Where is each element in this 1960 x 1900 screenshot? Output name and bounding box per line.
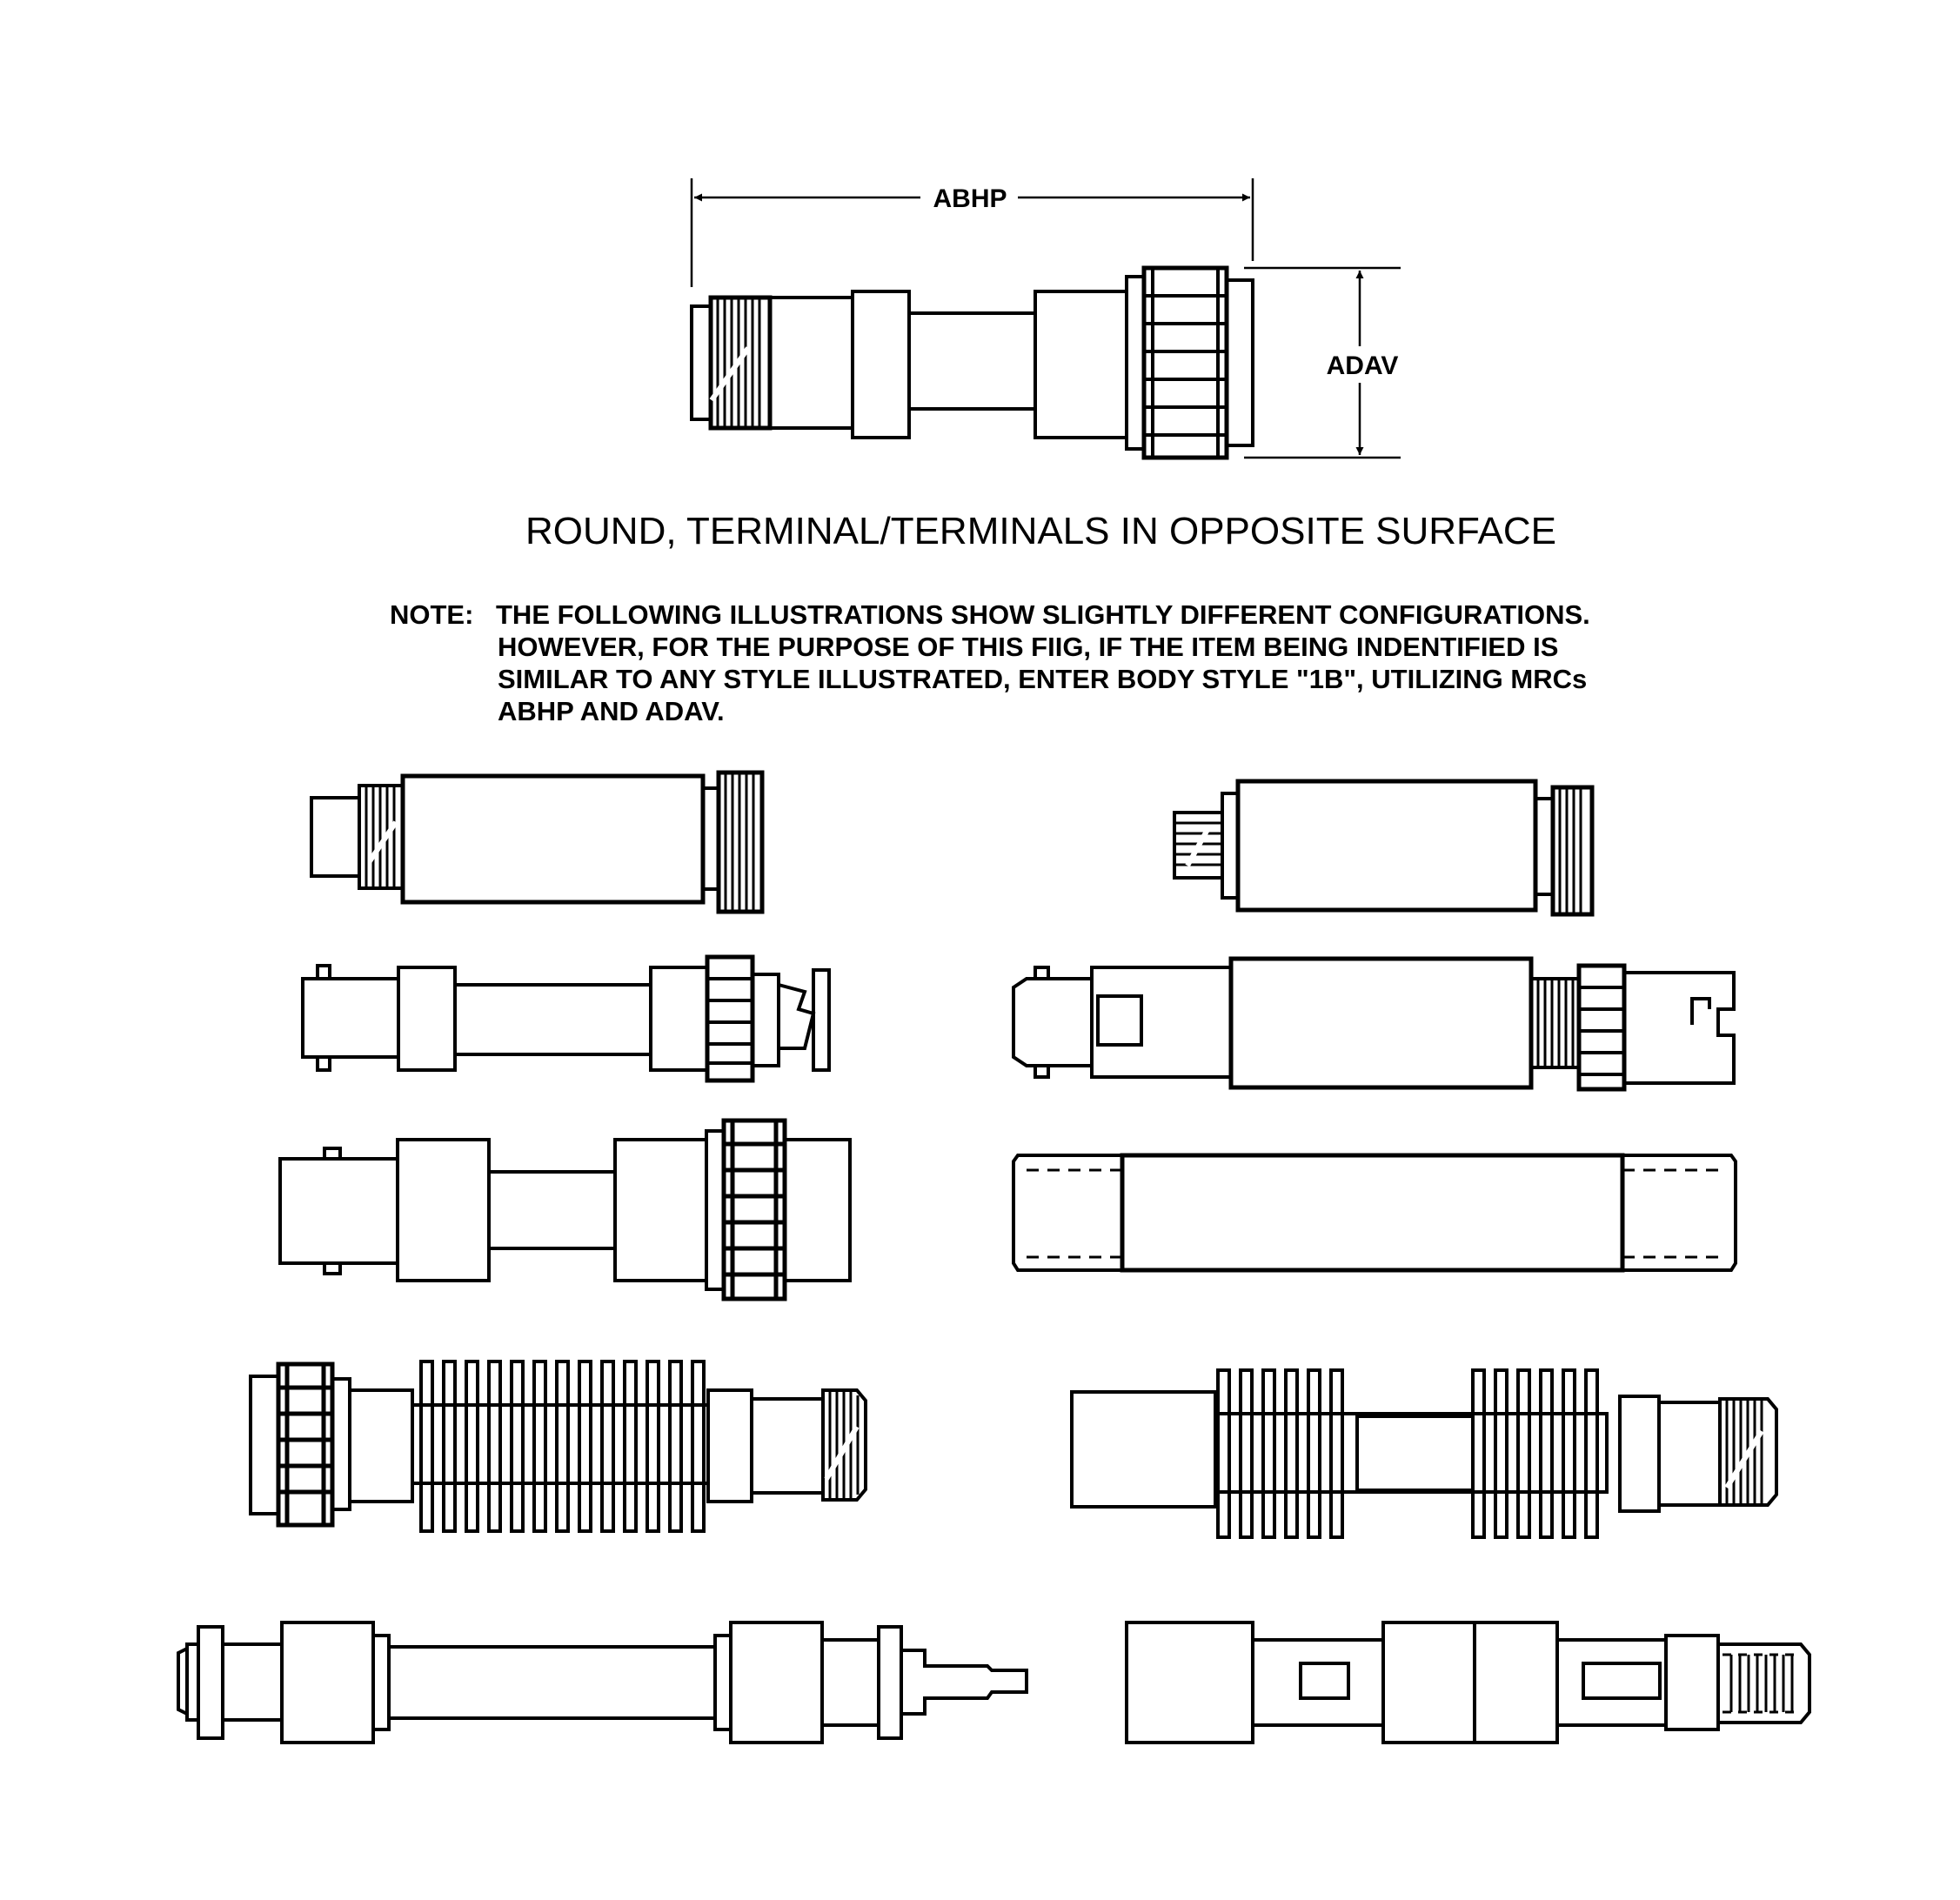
connector-illustration-10	[1125, 1621, 1811, 1744]
main-connector	[690, 178, 1401, 460]
note-line-3: SIMILAR TO ANY STYLE ILLUSTRATED, ENTER …	[498, 664, 1588, 694]
connector-illustration-5	[278, 1118, 852, 1301]
connector-illustration-4	[1012, 956, 1736, 1092]
page-title: ROUND, TERMINAL/TERMINALS IN OPPOSITE SU…	[525, 510, 1556, 552]
connector-illustration-8	[1070, 1368, 1778, 1539]
note-line-1: THE FOLLOWING ILLUSTRATIONS SHOW SLIGHTL…	[496, 599, 1590, 630]
diameter-dimension-label: ADAV	[1327, 351, 1399, 380]
length-dimension-label: ABHP	[933, 184, 1007, 213]
connector-illustration-9	[177, 1621, 1028, 1744]
note-block: NOTE: THE FOLLOWING ILLUSTRATIONS SHOW SL…	[390, 599, 1816, 727]
connector-illustration-3	[301, 954, 831, 1083]
connector-illustration-1	[310, 770, 765, 914]
connector-illustration-6	[1012, 1153, 1737, 1273]
note-label: NOTE:	[390, 599, 474, 630]
note-line-2: HOWEVER, FOR THE PURPOSE OF THIS FIIG, I…	[498, 632, 1559, 662]
connector-illustration-2	[1173, 779, 1595, 917]
note-line-4: ABHP AND ADAV.	[498, 696, 725, 726]
connector-illustration-7	[249, 1360, 867, 1533]
